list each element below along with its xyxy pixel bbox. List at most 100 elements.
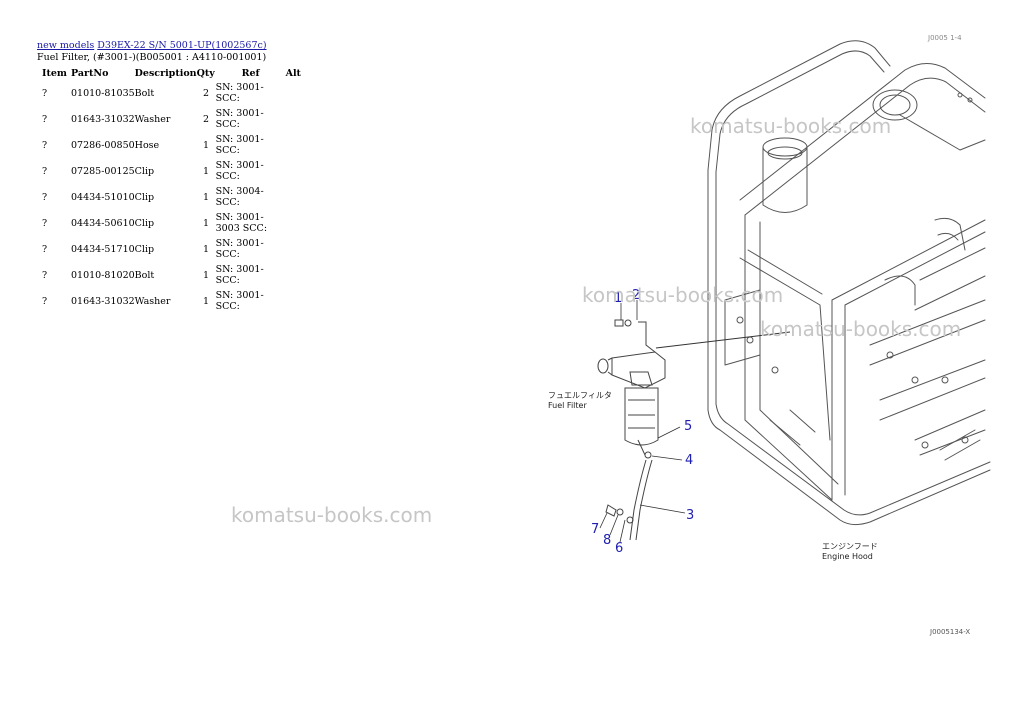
cell-description: Washer xyxy=(134,113,171,125)
cell-ref: SN: 3001-SCC: xyxy=(215,134,264,156)
cell-qty: 1 xyxy=(203,295,210,307)
watermark: komatsu-books.com xyxy=(231,503,433,527)
watermark: komatsu-books.com xyxy=(582,283,784,307)
callout-4: 4 xyxy=(685,453,693,468)
table-row: ? 01643-31032 Washer 2 SN: 3001-SCC: xyxy=(38,106,306,132)
parts-table: Item PartNo Description Qty Ref Alt ? 01… xyxy=(38,66,306,314)
header-description: Description xyxy=(134,67,197,79)
cell-qty: 1 xyxy=(203,269,210,281)
header-qty: Qty xyxy=(196,67,215,79)
cell-partno: 07285-00125 xyxy=(71,165,135,177)
cell-ref: SN: 3001-SCC: xyxy=(215,264,264,286)
header-alt: Alt xyxy=(285,67,301,79)
cell-qty: 1 xyxy=(203,243,210,255)
cell-item: ? xyxy=(42,295,48,307)
cell-ref: SN: 3001-SCC: xyxy=(215,238,264,260)
label-engine-hood-jp: エンジンフード xyxy=(822,542,878,551)
diagram-code-top: J0005 1-4 xyxy=(927,34,962,42)
fuel-filter-drawing xyxy=(597,319,666,541)
cell-partno: 07286-00850 xyxy=(71,139,135,151)
cell-item: ? xyxy=(42,165,48,177)
cell-description: Clip xyxy=(134,191,155,203)
cell-alt xyxy=(286,106,306,132)
cell-description: Clip xyxy=(134,217,155,229)
label-fuel-filter-jp: フュエルフィルタ xyxy=(548,391,612,400)
cell-ref: SN: 3001-SCC: xyxy=(215,290,264,312)
cell-item: ? xyxy=(42,243,48,255)
callout-7: 7 xyxy=(591,522,599,537)
table-row: ? 04434-51010 Clip 1 SN: 3004-SCC: xyxy=(38,184,306,210)
cell-alt xyxy=(286,288,306,314)
callout-numbers: 1 2 3 4 5 6 7 8 xyxy=(591,288,694,556)
cell-partno: 04434-51010 xyxy=(71,191,135,203)
cell-alt xyxy=(286,132,306,158)
header-partno: PartNo xyxy=(71,67,109,79)
cell-qty: 2 xyxy=(203,87,210,99)
cell-description: Clip xyxy=(134,243,155,255)
cell-alt xyxy=(286,184,306,210)
cell-partno: 01010-81035 xyxy=(71,87,135,99)
cell-item: ? xyxy=(42,113,48,125)
callout-6: 6 xyxy=(615,541,623,556)
page-subtitle: Fuel Filter, (#3001-)(B005001 : A4110-00… xyxy=(37,52,267,63)
leader-line xyxy=(655,331,791,349)
cell-qty: 1 xyxy=(203,139,210,151)
table-row: ? 01643-31032 Washer 1 SN: 3001-SCC: xyxy=(38,288,306,314)
header-ref: Ref xyxy=(241,67,260,79)
callout-5: 5 xyxy=(684,419,692,434)
table-header-row: Item PartNo Description Qty Ref Alt xyxy=(38,66,306,80)
cell-partno: 01643-31032 xyxy=(71,113,135,125)
cell-alt xyxy=(286,262,306,288)
callout-2: 2 xyxy=(632,288,640,303)
breadcrumb-link-model[interactable]: D39EX-22 S/N 5001-UP(1002567c) xyxy=(97,40,267,51)
cell-partno: 04434-50610 xyxy=(71,217,135,229)
cell-ref: SN: 3001-SCC: xyxy=(215,108,264,130)
cell-partno: 01010-81020 xyxy=(71,269,135,281)
cell-alt xyxy=(286,236,306,262)
cell-item: ? xyxy=(42,269,48,281)
cell-qty: 1 xyxy=(203,165,210,177)
cell-description: Bolt xyxy=(134,87,155,99)
cell-ref: SN: 3001-SCC: xyxy=(215,82,264,104)
breadcrumb: new models D39EX-22 S/N 5001-UP(1002567c… xyxy=(37,40,267,51)
callout-3: 3 xyxy=(686,508,694,523)
cell-description: Clip xyxy=(134,165,155,177)
cell-partno: 01643-31032 xyxy=(71,295,135,307)
table-row: ? 04434-50610 Clip 1 SN: 3001-3003 SCC: xyxy=(38,210,306,236)
breadcrumb-link-new-models[interactable]: new models xyxy=(37,40,95,51)
diagram-code-bottom: J0005134-X xyxy=(929,628,970,636)
table-row: ? 01010-81035 Bolt 2 SN: 3001-SCC: xyxy=(38,80,306,106)
table-row: ? 04434-51710 Clip 1 SN: 3001-SCC: xyxy=(38,236,306,262)
cell-qty: 1 xyxy=(203,191,210,203)
diagram-labels: フュエルフィルタ Fuel Filter エンジンフード Engine Hood… xyxy=(548,34,970,636)
cell-item: ? xyxy=(42,139,48,151)
watermark: komatsu-books.com xyxy=(760,317,962,341)
cell-ref: SN: 3001-SCC: xyxy=(215,160,264,182)
watermark: komatsu-books.com xyxy=(690,114,892,138)
cell-ref: SN: 3001-3003 SCC: xyxy=(215,212,268,234)
table-row: ? 07285-00125 Clip 1 SN: 3001-SCC: xyxy=(38,158,306,184)
cell-alt xyxy=(286,210,306,236)
callout-leaders xyxy=(599,300,686,543)
cell-ref: SN: 3004-SCC: xyxy=(215,186,264,208)
cell-alt xyxy=(286,80,306,106)
cell-qty: 2 xyxy=(203,113,210,125)
cell-qty: 1 xyxy=(203,217,210,229)
cell-description: Hose xyxy=(134,139,160,151)
label-fuel-filter-en: Fuel Filter xyxy=(548,401,587,410)
cell-partno: 04434-51710 xyxy=(71,243,135,255)
cell-item: ? xyxy=(42,217,48,229)
cell-description: Washer xyxy=(134,295,171,307)
header-item: Item xyxy=(42,67,67,79)
table-row: ? 01010-81020 Bolt 1 SN: 3001-SCC: xyxy=(38,262,306,288)
table-row: ? 07286-00850 Hose 1 SN: 3001-SCC: xyxy=(38,132,306,158)
label-engine-hood-en: Engine Hood xyxy=(822,552,873,561)
callout-8: 8 xyxy=(603,533,611,548)
engine-hood-drawing xyxy=(707,40,991,526)
cell-alt xyxy=(286,158,306,184)
cell-item: ? xyxy=(42,87,48,99)
cell-item: ? xyxy=(42,191,48,203)
cell-description: Bolt xyxy=(134,269,155,281)
parts-diagram: 1 2 3 4 5 6 7 8 フュエルフィルタ Fuel Filter エンジ… xyxy=(548,34,991,636)
callout-1: 1 xyxy=(614,291,622,306)
